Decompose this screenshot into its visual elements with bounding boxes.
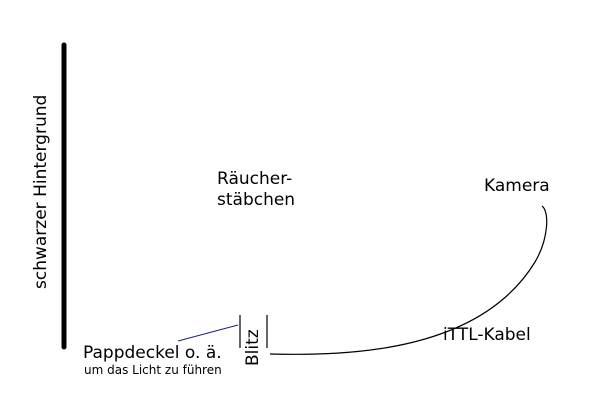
cardboard-label: Pappdeckel o. ä. <box>83 343 222 363</box>
background-label: schwarzer Hintergrund <box>31 94 51 289</box>
incense-label-line2: stäbchen <box>217 190 296 210</box>
flash-label: Blitz <box>243 329 263 366</box>
incense-label-line1: Räucher- <box>217 169 293 189</box>
cardboard-reflector-line <box>177 324 239 342</box>
ittl-cable-curve <box>269 205 548 355</box>
cardboard-note: um das Licht zu führen <box>84 363 222 377</box>
cable-label: iTTL-Kabel <box>443 325 531 345</box>
camera-label: Kamera <box>484 176 550 196</box>
